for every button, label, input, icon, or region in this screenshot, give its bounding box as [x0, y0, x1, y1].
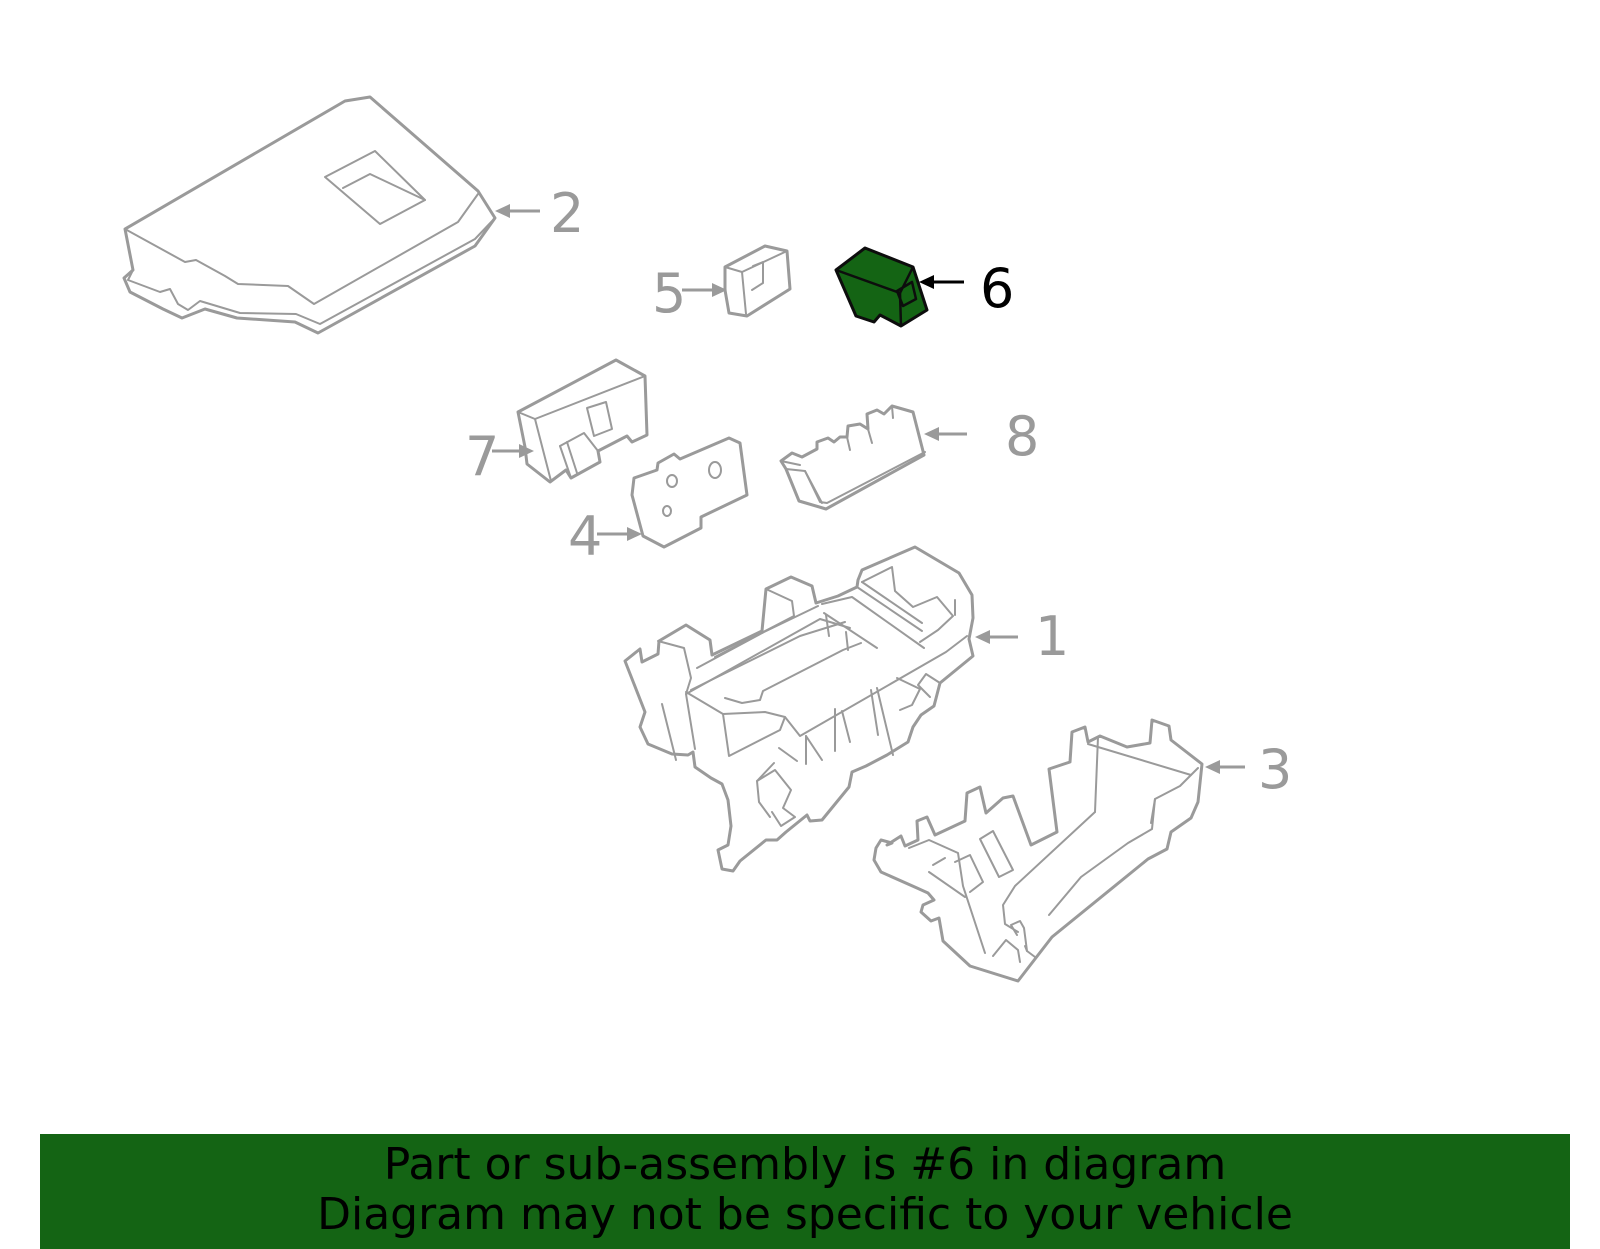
part-2-cover[interactable]	[122, 95, 497, 335]
part-4-plate[interactable]	[630, 436, 749, 549]
callout-3-label: 3	[1258, 738, 1292, 801]
callout-4-label: 4	[568, 505, 602, 568]
callout-6-arrowhead	[919, 275, 934, 289]
part-6-relay[interactable]	[834, 246, 929, 328]
callout-1-label: 1	[1035, 605, 1069, 668]
callout-8[interactable]: 8	[924, 405, 1039, 468]
callout-8-arrowhead	[924, 427, 939, 441]
callout-7-label: 7	[465, 425, 499, 488]
callout-1[interactable]: 1	[975, 605, 1069, 668]
part-5-relay[interactable]	[723, 244, 792, 318]
info-banner: Part or sub-assembly is #6 in diagram Di…	[40, 1134, 1570, 1249]
callout-8-label: 8	[1005, 405, 1039, 468]
callouts: 1 2 3 4 5 6 7	[465, 182, 1292, 801]
part-1-housing[interactable]	[623, 545, 975, 873]
callout-3-arrowhead	[1205, 760, 1220, 774]
callout-5-arrowhead	[712, 283, 727, 297]
callout-4[interactable]: 4	[568, 505, 642, 568]
banner-line-part-number: Part or sub-assembly is #6 in diagram	[383, 1139, 1227, 1190]
callout-1-arrowhead	[975, 630, 990, 644]
callout-6-label: 6	[980, 257, 1014, 320]
callout-3[interactable]: 3	[1205, 738, 1292, 801]
callout-2-label: 2	[550, 182, 584, 245]
part-8-fuse-block[interactable]	[779, 404, 926, 511]
part-3-tray[interactable]	[872, 718, 1204, 983]
banner-line-disclaimer: Diagram may not be specific to your vehi…	[317, 1189, 1293, 1240]
callout-4-arrowhead	[627, 527, 642, 541]
part-7-fuse-holder[interactable]	[516, 358, 649, 484]
callout-2[interactable]: 2	[495, 182, 584, 245]
callout-5-label: 5	[652, 262, 686, 325]
callout-2-arrowhead	[495, 204, 510, 218]
callout-6[interactable]: 6	[919, 257, 1014, 320]
callout-7[interactable]: 7	[465, 425, 534, 488]
callout-5[interactable]: 5	[652, 262, 727, 325]
callout-7-arrowhead	[519, 444, 534, 458]
